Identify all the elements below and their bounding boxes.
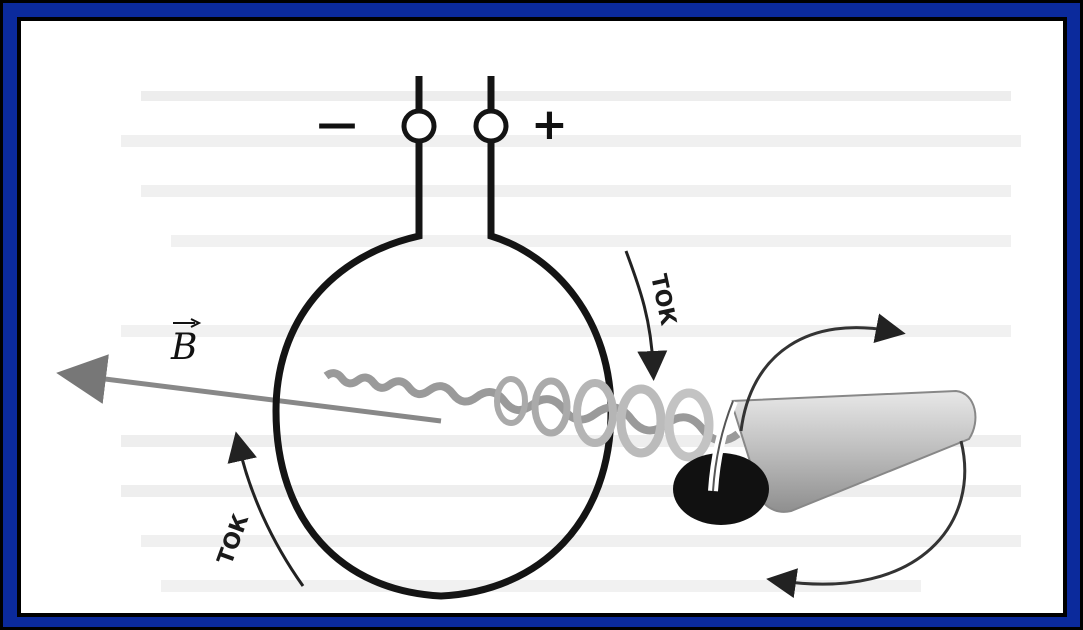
terminal-positive [473,108,509,144]
screwdriver-handle [673,389,977,525]
rotation-arrow-bottom [766,440,967,598]
background-text [121,91,1021,592]
coil-diagram: B — + ТОК ТОК [56,76,1021,600]
figure-panel: B — + ТОК ТОК [17,17,1067,617]
screw-helix [323,369,741,462]
current-arrow-right [624,250,668,381]
current-label-right: ТОК [645,272,680,328]
minus-sign: — [317,101,357,147]
rotation-arrow-top [739,313,906,432]
field-vector-line [56,354,442,424]
field-vector-label: B [170,327,197,368]
coil-loop [272,219,615,600]
terminal-negative [401,108,437,144]
current-arrow-left [227,431,305,587]
plus-sign: + [531,99,568,150]
